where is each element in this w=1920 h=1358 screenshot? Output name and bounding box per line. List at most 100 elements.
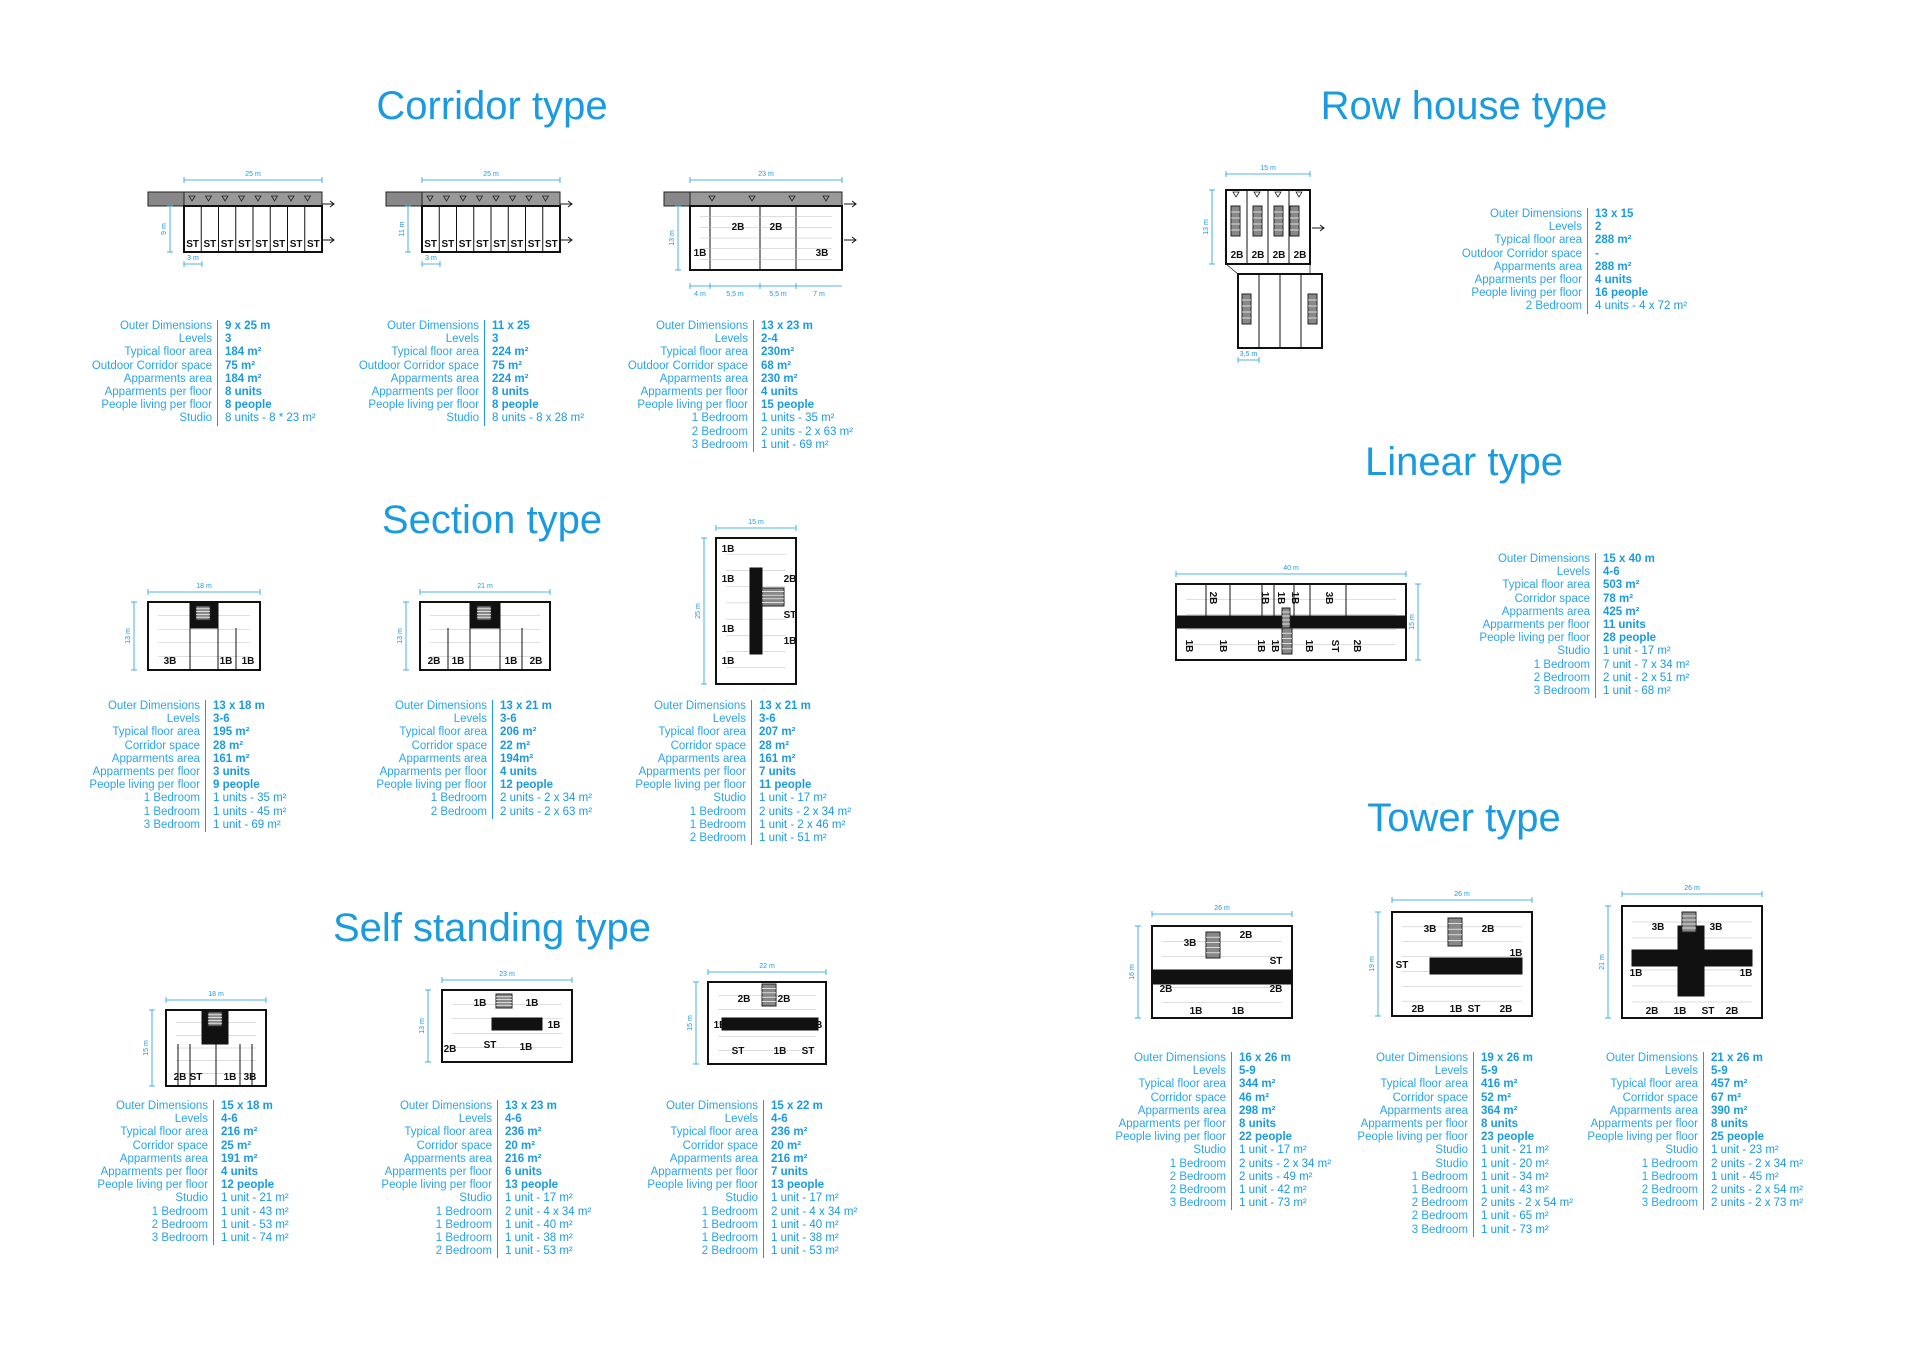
dimension-label: 25 m bbox=[245, 171, 261, 178]
stat-value: 25 m² bbox=[221, 1139, 252, 1152]
stair-core bbox=[207, 1011, 223, 1027]
outdoor-corridor bbox=[183, 191, 323, 207]
stat-value: 1 unit - 68 m² bbox=[1603, 685, 1671, 698]
stat-label: 1 Bedroom bbox=[618, 412, 754, 426]
stat-label: Levels bbox=[349, 333, 485, 347]
stat-label: Outer Dimensions bbox=[362, 1100, 498, 1114]
stat-value: 3 units bbox=[213, 766, 251, 779]
stat-label: 2 Bedroom bbox=[1096, 1184, 1232, 1198]
dimension-label: 15 m bbox=[1409, 614, 1416, 630]
stat-label: Apparments area bbox=[357, 752, 493, 767]
stat-value: 11 units bbox=[1603, 619, 1646, 632]
stat-value: 1 units - 45 m² bbox=[213, 805, 287, 818]
stat-value: 416 m² bbox=[1481, 1078, 1518, 1091]
stair-core bbox=[1447, 917, 1463, 947]
unit-label: ST bbox=[528, 239, 541, 250]
unit-label: 1B bbox=[548, 1020, 561, 1031]
stat-label: Studio bbox=[1568, 1144, 1704, 1158]
unit-label: 3B bbox=[1652, 922, 1665, 933]
stat-label: 2 Bedroom bbox=[616, 832, 752, 846]
stat-value: 1 unit - 17 m² bbox=[771, 1192, 839, 1205]
stat-label: Apparments per floor bbox=[362, 1166, 498, 1180]
stat-value: 4 units bbox=[1595, 274, 1633, 287]
corridor-core bbox=[1429, 957, 1523, 975]
stat-label: Apparments area bbox=[362, 1152, 498, 1167]
unit-label: ST bbox=[484, 1040, 497, 1051]
stair-core bbox=[1241, 293, 1252, 325]
stat-value: 7 units bbox=[759, 766, 797, 779]
stat-value: 390 m² bbox=[1711, 1104, 1748, 1117]
unit-label: 1B bbox=[1450, 1004, 1463, 1015]
entrance-marker bbox=[492, 195, 500, 202]
unit-label: ST bbox=[238, 239, 251, 250]
entrance-marker bbox=[508, 195, 517, 202]
unit-label: 1B bbox=[1269, 640, 1280, 653]
stat-label: Apparments area bbox=[618, 372, 754, 387]
unit-label: 1B bbox=[1232, 1006, 1245, 1017]
stat-value: 3-6 bbox=[213, 713, 230, 726]
unit-label: ST bbox=[476, 239, 489, 250]
stat-value: 1 unit - 74 m² bbox=[221, 1232, 289, 1245]
stat-label: Levels bbox=[82, 333, 218, 347]
arrow-head bbox=[329, 200, 335, 208]
unit-label: 3B bbox=[164, 656, 177, 667]
stat-label: Typical floor area bbox=[1568, 1078, 1704, 1092]
stat-value: 20 m² bbox=[505, 1139, 536, 1152]
dimension-label: 3 m bbox=[425, 255, 437, 262]
unit-label: 2B bbox=[1500, 1004, 1513, 1015]
stat-value: 13 x 21 m bbox=[759, 700, 811, 712]
stat-value: 3-6 bbox=[759, 713, 776, 726]
unit-label: 1B bbox=[1259, 592, 1270, 605]
stat-label: 1 Bedroom bbox=[362, 1205, 498, 1219]
unit-label: ST bbox=[1329, 640, 1340, 653]
stat-label: 3 Bedroom bbox=[1096, 1197, 1232, 1211]
stat-value: 457 m² bbox=[1711, 1078, 1748, 1091]
stat-label: Outer Dimensions bbox=[349, 320, 485, 334]
stat-value: 1 unit - 53 m² bbox=[771, 1245, 839, 1258]
stat-value: 1 unit - 73 m² bbox=[1481, 1223, 1549, 1236]
stat-label: Studio bbox=[82, 412, 218, 426]
stat-value: 195 m² bbox=[213, 726, 250, 739]
dimension-label: 15 m bbox=[143, 1040, 150, 1056]
unit-label: 1B bbox=[1183, 640, 1194, 653]
unit-label: 1B bbox=[474, 998, 487, 1009]
stat-label: Typical floor area bbox=[349, 346, 485, 360]
stat-label: 2 Bedroom bbox=[1338, 1210, 1474, 1224]
unit-label: 2B bbox=[1294, 250, 1307, 261]
unit-label: 2B bbox=[1240, 930, 1253, 941]
stat-label: 1 Bedroom bbox=[1338, 1170, 1474, 1185]
stair-core bbox=[476, 605, 492, 621]
arrow-head bbox=[567, 200, 573, 208]
entrance-marker bbox=[1295, 191, 1303, 198]
